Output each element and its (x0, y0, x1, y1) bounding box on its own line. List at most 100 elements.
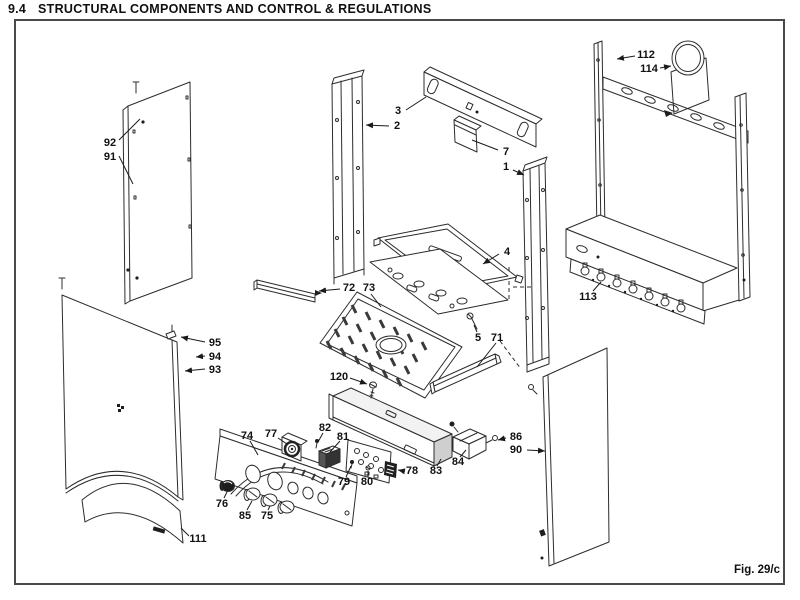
part-label-112: 112 (637, 49, 655, 61)
leader-line-91 (118, 155, 134, 185)
brand-logo-mark (117, 404, 124, 412)
part-label-95: 95 (209, 337, 221, 349)
part-label-77: 77 (265, 428, 277, 440)
part-label-113: 113 (579, 291, 597, 303)
part-top-bar-3 (423, 66, 543, 148)
part-label-83: 83 (430, 465, 442, 477)
part-label-7: 7 (503, 146, 509, 158)
part-label-91: 91 (104, 151, 116, 163)
part-connector-78 (384, 461, 397, 478)
part-switch-81 (318, 445, 341, 469)
part-knob-76 (219, 480, 235, 492)
leader-line-71 (476, 342, 497, 368)
part-control-box-83 (328, 387, 453, 467)
part-screw-80 (365, 465, 371, 471)
leader-line-77 (277, 437, 288, 445)
leader-line-78 (397, 468, 406, 475)
section-title: STRUCTURAL COMPONENTS AND CONTROL & REGU… (38, 2, 432, 16)
leader-line-114 (659, 64, 672, 71)
part-bracket-84 (449, 421, 487, 460)
part-label-73: 73 (363, 282, 375, 294)
leader-line-120 (349, 377, 368, 385)
part-knob-75a (260, 493, 278, 507)
part-gauge-77 (281, 432, 308, 462)
leader-line-112 (616, 54, 636, 61)
leader-line-73 (370, 293, 382, 308)
part-middle-tray (369, 248, 509, 315)
leader-line-82 (317, 432, 324, 443)
leader-line-111 (180, 527, 190, 537)
part-bracket-71 (429, 353, 502, 395)
part-label-84: 84 (452, 456, 465, 468)
leader-line-75 (267, 505, 271, 511)
leader-line-79 (345, 465, 352, 478)
part-label-82: 82 (319, 422, 331, 434)
part-screw-120 (369, 381, 377, 399)
part-label-74: 74 (241, 430, 254, 442)
part-bracket-72 (253, 279, 322, 303)
part-right-side-panel-90 (528, 347, 610, 567)
leader-line-2 (365, 122, 390, 129)
leader-line-113 (592, 281, 602, 292)
part-label-92: 92 (104, 137, 116, 149)
leader-line-7 (471, 139, 499, 151)
alignment-dashed-lines (499, 267, 533, 370)
part-label-78: 78 (406, 465, 418, 477)
leader-line-5 (473, 324, 478, 333)
leader-line-84 (459, 449, 467, 458)
part-knob-85 (243, 487, 261, 501)
part-label-2: 2 (394, 120, 400, 132)
part-rear-left-panel-91 (122, 81, 193, 305)
part-label-75: 75 (261, 510, 273, 522)
part-label-76: 76 (216, 498, 228, 510)
leader-line-94 (195, 353, 206, 360)
part-label-114: 114 (640, 63, 659, 75)
part-label-1: 1 (503, 161, 509, 173)
leader-line-83 (436, 458, 442, 467)
part-label-80: 80 (361, 476, 373, 488)
part-screw-86 (485, 435, 498, 444)
leader-line-92 (118, 118, 141, 141)
leader-line-1 (512, 169, 525, 176)
figure-caption: Fig. 29/c (733, 564, 780, 576)
leader-line-90 (526, 447, 546, 454)
section-number: 9.4 (8, 2, 26, 16)
part-label-79: 79 (338, 476, 350, 488)
part-label-72: 72 (343, 282, 355, 294)
part-perforated-tray-73 (319, 291, 463, 399)
part-label-85: 85 (239, 510, 251, 522)
part-bracket-7 (453, 115, 482, 153)
part-screw-79 (350, 460, 354, 469)
part-label-5: 5 (475, 332, 481, 344)
part-bottom-bracket-113 (569, 258, 706, 325)
leader-line-81 (329, 440, 341, 453)
leader-line-4 (482, 253, 500, 265)
part-label-81: 81 (337, 431, 349, 443)
part-label-3: 3 (395, 105, 401, 117)
part-knob-75b (277, 500, 295, 514)
part-label-93: 93 (209, 364, 221, 376)
leader-line-3 (405, 96, 427, 111)
part-frame-rail-1 (522, 156, 550, 373)
leader-line-74 (249, 440, 259, 456)
part-pcb-board (345, 439, 397, 484)
leader-line-76 (223, 491, 228, 499)
part-label-86: 86 (510, 431, 522, 443)
leader-line-93 (184, 367, 206, 374)
leader-line-95 (180, 335, 206, 343)
part-flue-collar-114 (671, 40, 705, 76)
part-label-4: 4 (504, 246, 511, 258)
part-lower-front-panel-111 (81, 482, 184, 544)
part-front-door-panel-93 (58, 277, 184, 502)
leader-line-85 (246, 500, 253, 511)
part-label-111: 111 (189, 533, 206, 545)
leader-line-72 (318, 287, 341, 294)
part-label-94: 94 (209, 351, 222, 363)
part-label-120: 120 (330, 371, 348, 383)
part-frame-rail-2 (331, 69, 365, 285)
part-rear-frame-112 (565, 40, 751, 325)
part-label-90: 90 (510, 444, 522, 456)
